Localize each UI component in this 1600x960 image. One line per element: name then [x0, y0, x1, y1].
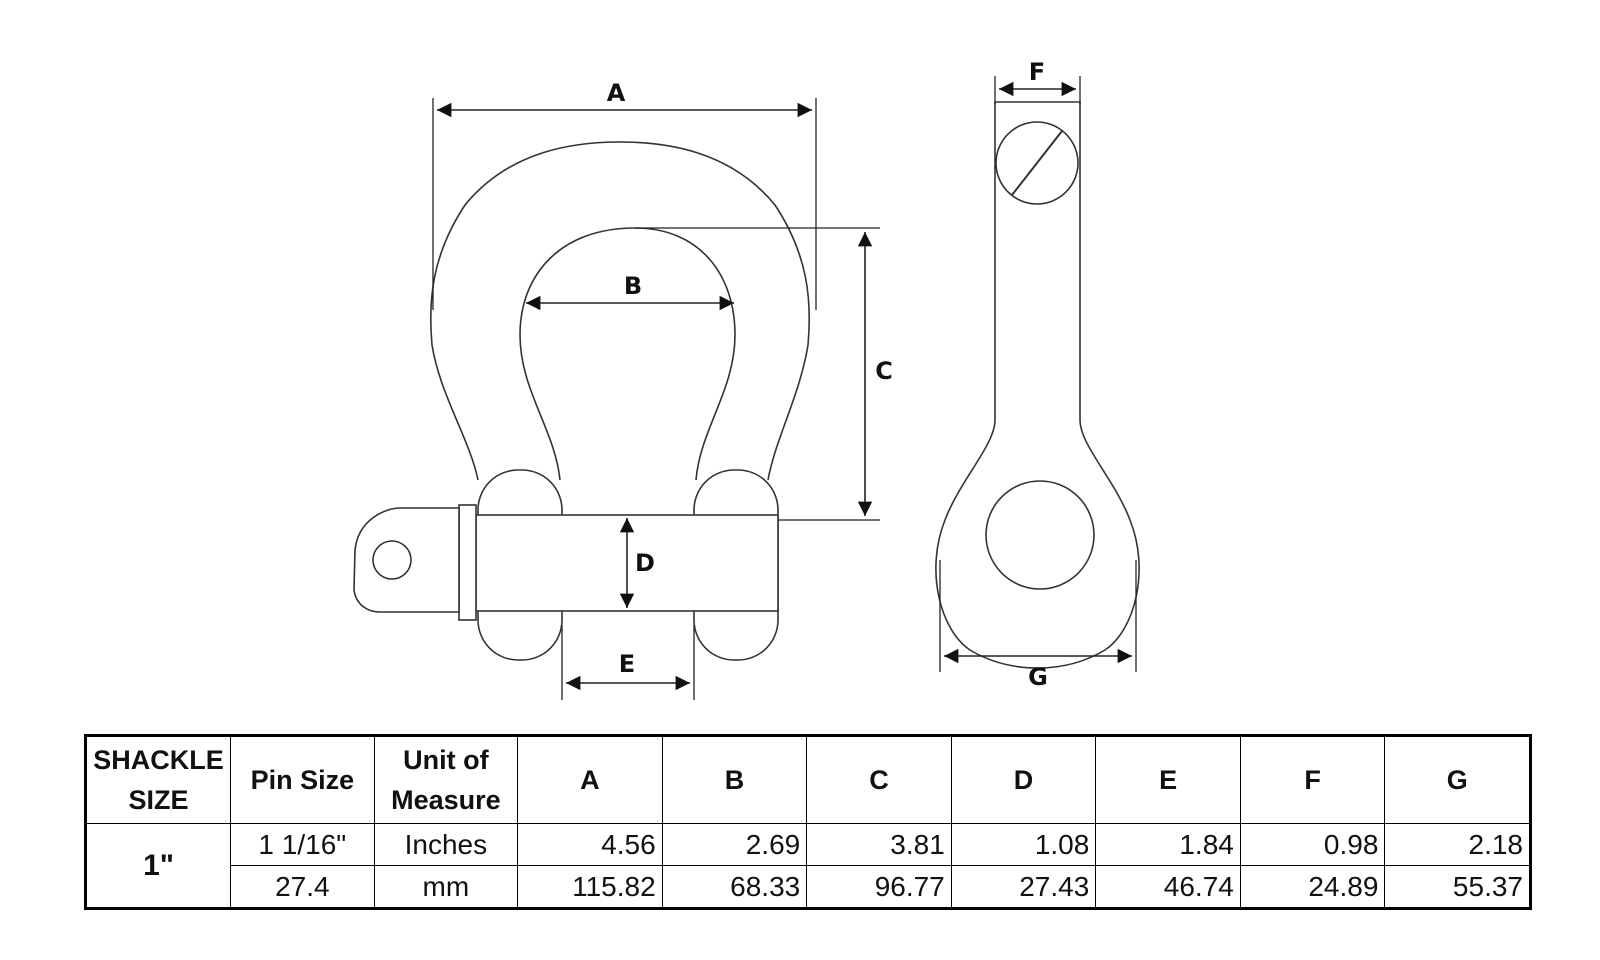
cell-e-mm: 46.74 [1095, 865, 1241, 909]
cell-d-mm: 27.43 [950, 865, 1097, 909]
header-e: E [1095, 735, 1241, 824]
shackle-front-view [353, 141, 811, 661]
cell-b-inches: 2.69 [661, 823, 808, 866]
table-header-row: SHACKLE SIZE Pin Size Unit of Measure A … [84, 735, 1531, 824]
cell-a-mm: 115.82 [517, 865, 663, 909]
header-a: A [517, 735, 663, 824]
shackle-diagram: A B C D E F G [353, 58, 1140, 700]
pin-tab-hole [372, 540, 412, 580]
cell-c-mm: 96.77 [806, 865, 952, 909]
cell-unit-inches: Inches [373, 823, 519, 866]
header-pin-size: Pin Size [230, 735, 375, 824]
dimension-label-f: F [1029, 58, 1045, 86]
cell-unit-mm: mm [373, 865, 519, 909]
cell-e-inches: 1.84 [1095, 823, 1241, 866]
cell-f-inches: 0.98 [1239, 823, 1386, 866]
table-row-inches: 1" 1 1/16" Inches 4.56 2.69 3.81 1.08 1.… [84, 823, 1531, 909]
dimension-label-e: E [619, 650, 635, 678]
header-g: G [1384, 735, 1531, 824]
cell-c-inches: 3.81 [806, 823, 952, 866]
shackle-spec-table: SHACKLE SIZE Pin Size Unit of Measure A … [84, 734, 1532, 910]
side-eye-hole [985, 480, 1095, 590]
header-f: F [1239, 735, 1386, 824]
cell-a-inches: 4.56 [517, 823, 663, 866]
dimension-label-d: D [635, 549, 655, 577]
cell-pin-size-mm: 27.4 [230, 865, 375, 909]
dimension-label-b: B [624, 272, 642, 300]
table-row-mm: 27.4 mm 115.82 68.33 96.77 27.43 46.74 2… [86, 865, 1531, 909]
cell-g-inches: 2.18 [1384, 823, 1531, 866]
header-b: B [661, 735, 808, 824]
cell-g-mm: 55.37 [1384, 865, 1531, 909]
pin-collar [458, 504, 477, 621]
pin-slot-line [1011, 130, 1063, 196]
cell-d-inches: 1.08 [950, 823, 1097, 866]
header-c: C [806, 735, 952, 824]
cell-f-mm: 24.89 [1239, 865, 1386, 909]
header-shackle-size: SHACKLE SIZE [84, 735, 232, 824]
header-d: D [950, 735, 1097, 824]
cell-b-mm: 68.33 [661, 865, 808, 909]
shackle-bow-inner [519, 227, 736, 481]
shackle-side-view [935, 101, 1140, 669]
shackle-size-cell: 1" [84, 823, 232, 909]
header-unit-of-measure: Unit of Measure [373, 735, 519, 824]
dimension-label-g: G [1028, 663, 1048, 691]
cell-pin-size-inches: 1 1/16" [230, 823, 375, 866]
dimension-label-a: A [607, 79, 626, 107]
dimension-label-c: C [875, 357, 893, 385]
